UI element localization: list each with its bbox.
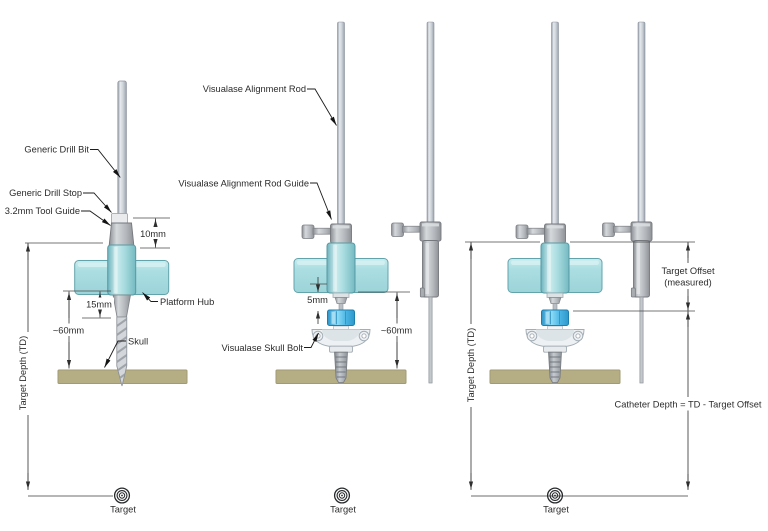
alignment-rod — [551, 21, 559, 226]
label-tool-guide: 3.2mm Tool Guide — [5, 206, 80, 216]
secondary-alignment-rod — [637, 21, 646, 224]
dim-5mm: 5mm — [306, 277, 330, 324]
drill-stop — [111, 213, 128, 224]
dim-10mm: 10mm — [133, 217, 170, 249]
dim-target-offset-line2: (measured) — [664, 278, 712, 288]
skull-bolt-leader — [304, 332, 319, 348]
drill-bit-flutes — [116, 316, 128, 387]
label-platform-hub: Platform Hub — [160, 297, 214, 307]
panel-visualase: Visualase Alignment Rod Visualase Alignm… — [178, 21, 442, 515]
dim-catheter-depth: Catheter Depth = TD - Target Offset — [614, 311, 762, 490]
label-rod-guide: Visualase Alignment Rod Guide — [178, 179, 309, 189]
dim-15mm: 15mm — [63, 290, 114, 319]
alignment-rod-guide — [301, 223, 352, 244]
alignment-rod-guide — [515, 223, 566, 244]
label-skull: Skull — [128, 337, 148, 347]
platform-hub — [507, 242, 603, 294]
tool-guide-lower-collar — [112, 294, 131, 318]
dim-catheter-depth-text: Catheter Depth = TD - Target Offset — [614, 400, 761, 410]
target-icon-middle — [333, 487, 351, 504]
dim-target-depth-left-text: Target Depth (TD) — [18, 336, 28, 410]
dim-target-depth-left: Target Depth (TD) — [15, 242, 113, 497]
panel-measurement: Target Depth (TD) Target Offset (measure… — [463, 21, 762, 515]
dim-60mm-middle: ~60mm — [358, 291, 415, 369]
drill-bit-shank — [117, 80, 127, 216]
label-generic-drill-bit: Generic Drill Bit — [24, 145, 89, 155]
dim-60mm-left: ~60mm — [51, 291, 86, 369]
skull-leader — [104, 340, 126, 368]
rod-guide-leader — [310, 182, 332, 220]
dim-60mm-left-text: ~60mm — [53, 326, 85, 336]
secondary-rod-guide — [603, 222, 653, 383]
dim-target-depth-right-text: Target Depth (TD) — [466, 328, 476, 402]
platform-hub-leader — [142, 292, 158, 302]
dim-target-depth-right: Target Depth (TD) — [463, 241, 688, 497]
platform-hub-lower — [332, 292, 350, 311]
alignment-rod-leader — [307, 88, 337, 126]
platform-hub-lower — [546, 292, 564, 311]
target-label-left: Target — [110, 505, 136, 515]
dim-10mm-text: 10mm — [140, 229, 166, 239]
dim-5mm-text: 5mm — [307, 295, 328, 305]
platform-hub — [74, 244, 170, 296]
tool-guide-leader — [81, 210, 111, 226]
drill-stop-leader — [83, 192, 112, 213]
alignment-rod — [337, 21, 345, 225]
secondary-rod-guide — [392, 222, 442, 383]
secondary-alignment-rod — [426, 21, 435, 224]
dim-target-offset-line1: Target Offset — [661, 266, 714, 276]
target-label-middle: Target — [330, 505, 356, 515]
dim-60mm-middle-text: ~60mm — [381, 326, 413, 336]
platform-hub — [293, 242, 389, 294]
label-skull-bolt: Visualase Skull Bolt — [222, 343, 304, 353]
target-label-right: Target — [543, 505, 569, 515]
dim-target-offset: Target Offset (measured) — [570, 241, 719, 312]
label-generic-drill-stop: Generic Drill Stop — [9, 188, 82, 198]
target-icon-left — [113, 487, 131, 504]
drill-bit-leader — [90, 149, 121, 178]
tool-guide — [108, 222, 135, 248]
panel-generic-drill: Generic Drill Bit Generic Drill Stop 3.2… — [5, 80, 214, 515]
label-alignment-rod: Visualase Alignment Rod — [203, 84, 306, 94]
target-icon-right — [546, 487, 564, 504]
dim-15mm-text: 15mm — [86, 300, 112, 310]
